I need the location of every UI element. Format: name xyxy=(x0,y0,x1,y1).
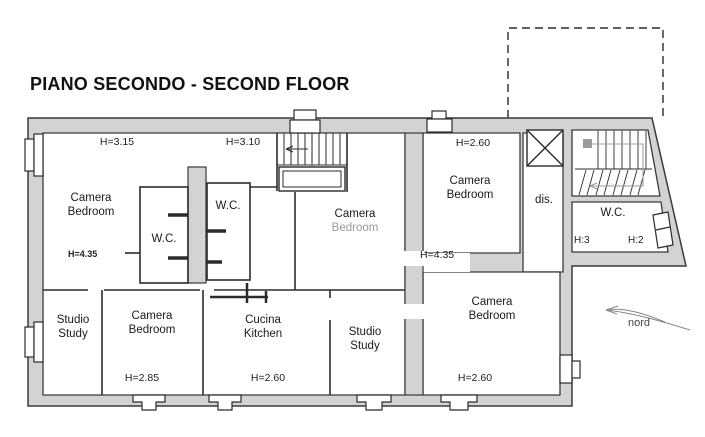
room-label-bedroom-bottom-left: Camera Bedroom xyxy=(110,309,194,337)
height-label-kitchen: H=2.60 xyxy=(250,372,286,384)
room-name-it: Camera xyxy=(70,192,112,204)
room-name-it: Camera xyxy=(334,208,376,220)
window-left-bottom xyxy=(24,326,35,358)
room-label-bedroom-top-left: Camera Bedroom xyxy=(51,191,131,219)
room-label-bedroom-top-right: Camera Bedroom xyxy=(428,174,512,202)
room-name-en: Bedroom xyxy=(128,324,176,337)
window-top-stairs xyxy=(293,109,317,121)
room-label-wc-right: W.C. xyxy=(600,207,626,219)
height-label-bedroom-top-left: H=4.35 xyxy=(68,249,98,259)
room-name-en: Bedroom xyxy=(67,206,115,219)
shaft-cross-symbol xyxy=(526,129,564,167)
room-label-studio-middle: Studio Study xyxy=(330,325,400,353)
window-bottom-3 xyxy=(356,394,392,411)
room-label-studio-left: Studio Study xyxy=(43,313,103,341)
interior-wc-right xyxy=(571,201,669,253)
height-label-wc-right-right: H:2 xyxy=(628,235,644,246)
room-name-it: Camera xyxy=(449,175,491,187)
wall-opening xyxy=(423,253,470,272)
room-name-en: Study xyxy=(350,340,380,353)
room-label-kitchen: Cucina Kitchen xyxy=(221,313,305,341)
height-label-bedroom-bottom-left: H=2.85 xyxy=(124,372,160,384)
room-label-wc-left: W.C. xyxy=(151,233,177,245)
room-name-en: Bedroom xyxy=(446,189,494,202)
height-label-wc-right-left: H:3 xyxy=(574,235,590,246)
roof-outline-dashed xyxy=(507,27,664,118)
height-label-zone-left: H=3.15 xyxy=(99,136,135,148)
room-label-bedroom-bottom-right: Camera Bedroom xyxy=(450,295,534,323)
room-name-it: Camera xyxy=(471,296,513,308)
room-label-hallway-dis: dis. xyxy=(535,194,553,206)
staircase-top-center xyxy=(276,133,347,192)
room-name-en: Bedroom xyxy=(468,310,516,323)
interior-left-block xyxy=(42,132,406,396)
room-name-it: Camera xyxy=(131,310,173,322)
room-label-bedroom-center: Camera Bedroom xyxy=(315,207,395,235)
height-label-bedroom-tr-bottom: H=4.35 xyxy=(420,249,455,261)
window-bottom-1 xyxy=(132,394,166,411)
kitchen-fixtures xyxy=(210,283,268,303)
window-diagonal-wall xyxy=(652,211,674,249)
window-left-top xyxy=(24,138,35,172)
height-label-bedroom-tr-top: H=2.60 xyxy=(455,137,491,149)
room-name-en: Study xyxy=(58,328,88,341)
height-label-bedroom-bottom-right: H=2.60 xyxy=(457,372,493,384)
room-name-it: Studio xyxy=(348,326,382,338)
window-bottom-4 xyxy=(440,394,478,411)
compass-label: nord xyxy=(627,317,651,329)
window-top-right xyxy=(431,110,447,120)
window-symbols xyxy=(24,109,674,411)
bathroom-fixtures xyxy=(168,213,226,264)
door-openings-spine xyxy=(404,251,424,319)
room-name-en: Kitchen xyxy=(243,328,283,341)
room-label-wc-middle: W.C. xyxy=(215,200,241,212)
room-name-it: Cucina xyxy=(245,314,281,326)
window-bottom-2 xyxy=(208,394,242,411)
height-label-zone-mid: H=3.10 xyxy=(225,136,261,148)
north-arrow-icon xyxy=(605,305,691,331)
room-name-it: Studio xyxy=(56,314,90,326)
page-title: PIANO SECONDO - SECOND FLOOR xyxy=(30,74,350,94)
room-name-en: Bedroom xyxy=(331,222,379,235)
window-bedroom-br-right xyxy=(559,354,573,384)
staircase-top-right xyxy=(575,131,652,196)
